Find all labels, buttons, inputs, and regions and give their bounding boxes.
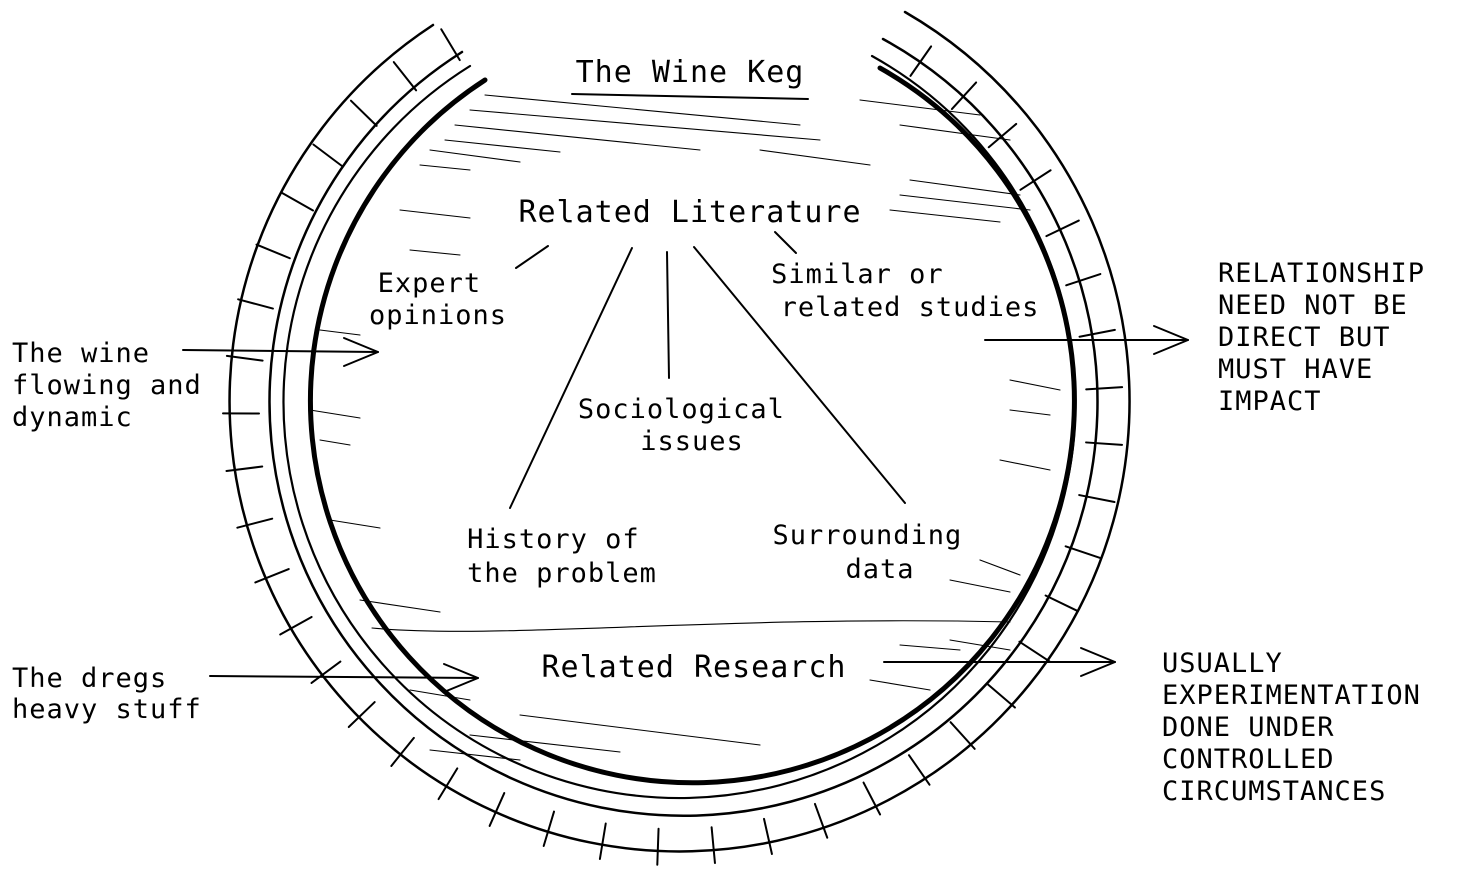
branch-sociological: Sociological issues bbox=[578, 394, 802, 457]
arrow-dregs-icon bbox=[209, 663, 479, 693]
brick-divider bbox=[488, 792, 506, 827]
brick-divider bbox=[237, 298, 274, 310]
brick-divider bbox=[598, 822, 607, 861]
brick-divider bbox=[986, 683, 1016, 709]
brick-divider bbox=[347, 701, 376, 729]
brick-divider bbox=[1078, 494, 1116, 504]
annotation-experimentation: USUALLY EXPERIMENTATION DONE UNDER CONTR… bbox=[1162, 648, 1438, 807]
pointer-arrows bbox=[182, 325, 1189, 693]
connector-sociological bbox=[666, 251, 670, 379]
brick-divider bbox=[710, 826, 716, 865]
brick-divider bbox=[310, 660, 342, 684]
brick-divider bbox=[255, 243, 291, 260]
brick-divider bbox=[656, 827, 660, 866]
connector-similar bbox=[774, 231, 797, 254]
branch-surrounding: Surrounding data bbox=[772, 520, 979, 585]
annotation-relationship: RELATIONSHIP NEED NOT BE DIRECT BUT MUST… bbox=[1218, 258, 1442, 417]
brick-divider bbox=[542, 810, 556, 848]
brick-divider bbox=[987, 122, 1018, 149]
brick-divider bbox=[236, 517, 274, 529]
bottom-label: Related Research bbox=[542, 650, 847, 685]
barrel-staves bbox=[222, 10, 1131, 866]
connector-surrounding bbox=[693, 246, 906, 504]
brick-divider bbox=[907, 754, 931, 786]
barrel-inner-wall bbox=[307, 65, 1077, 786]
brick-divider bbox=[909, 45, 933, 77]
brick-divider bbox=[225, 354, 264, 362]
branch-expert: Expert opinions bbox=[369, 268, 507, 331]
brick-divider bbox=[1044, 594, 1079, 613]
title-underline bbox=[571, 93, 809, 100]
arrow-wine-icon bbox=[182, 337, 379, 367]
annotation-wine: The wine flowing and dynamic bbox=[12, 338, 219, 433]
branch-similar: Similar or related studies bbox=[771, 259, 1039, 323]
brick-divider bbox=[1018, 640, 1051, 663]
arrow-relationship-icon bbox=[984, 325, 1189, 355]
arrow-experimentation-icon bbox=[883, 647, 1116, 677]
brick-divider bbox=[279, 615, 313, 636]
barrel-outer-arc bbox=[228, 10, 1131, 853]
brick-divider bbox=[254, 568, 290, 584]
brick-divider bbox=[437, 767, 459, 801]
brick-divider bbox=[1085, 441, 1124, 446]
connector-expert bbox=[515, 245, 549, 269]
barrel-brick-dividers bbox=[222, 28, 1124, 866]
brick-divider bbox=[440, 28, 461, 62]
brick-divider bbox=[392, 61, 418, 92]
brick-divider bbox=[349, 99, 378, 127]
annotation-dregs: The dregs heavy stuff bbox=[12, 663, 202, 725]
branch-connectors bbox=[509, 231, 906, 509]
brick-divider bbox=[280, 191, 315, 212]
brick-divider bbox=[1019, 169, 1052, 191]
branch-history: History of the problem bbox=[467, 524, 657, 589]
brick-divider bbox=[1064, 545, 1101, 559]
brick-divider bbox=[1045, 219, 1080, 238]
brick-divider bbox=[312, 143, 344, 168]
brick-divider bbox=[1085, 386, 1124, 391]
brick-divider bbox=[1065, 273, 1102, 287]
brick-divider bbox=[225, 465, 264, 473]
brick-divider bbox=[1078, 328, 1116, 338]
center-label: Related Literature bbox=[518, 195, 861, 230]
wood-grain-texture bbox=[309, 94, 1061, 761]
brick-divider bbox=[813, 802, 829, 839]
brick-divider bbox=[763, 817, 773, 855]
brick-divider bbox=[390, 736, 415, 767]
brick-divider bbox=[862, 781, 882, 816]
connector-history bbox=[509, 247, 633, 509]
barrel-brick-inner-arc bbox=[268, 37, 1099, 817]
diagram-title: The Wine Keg bbox=[576, 55, 805, 90]
brick-divider bbox=[949, 721, 976, 750]
brick-divider bbox=[950, 81, 978, 111]
